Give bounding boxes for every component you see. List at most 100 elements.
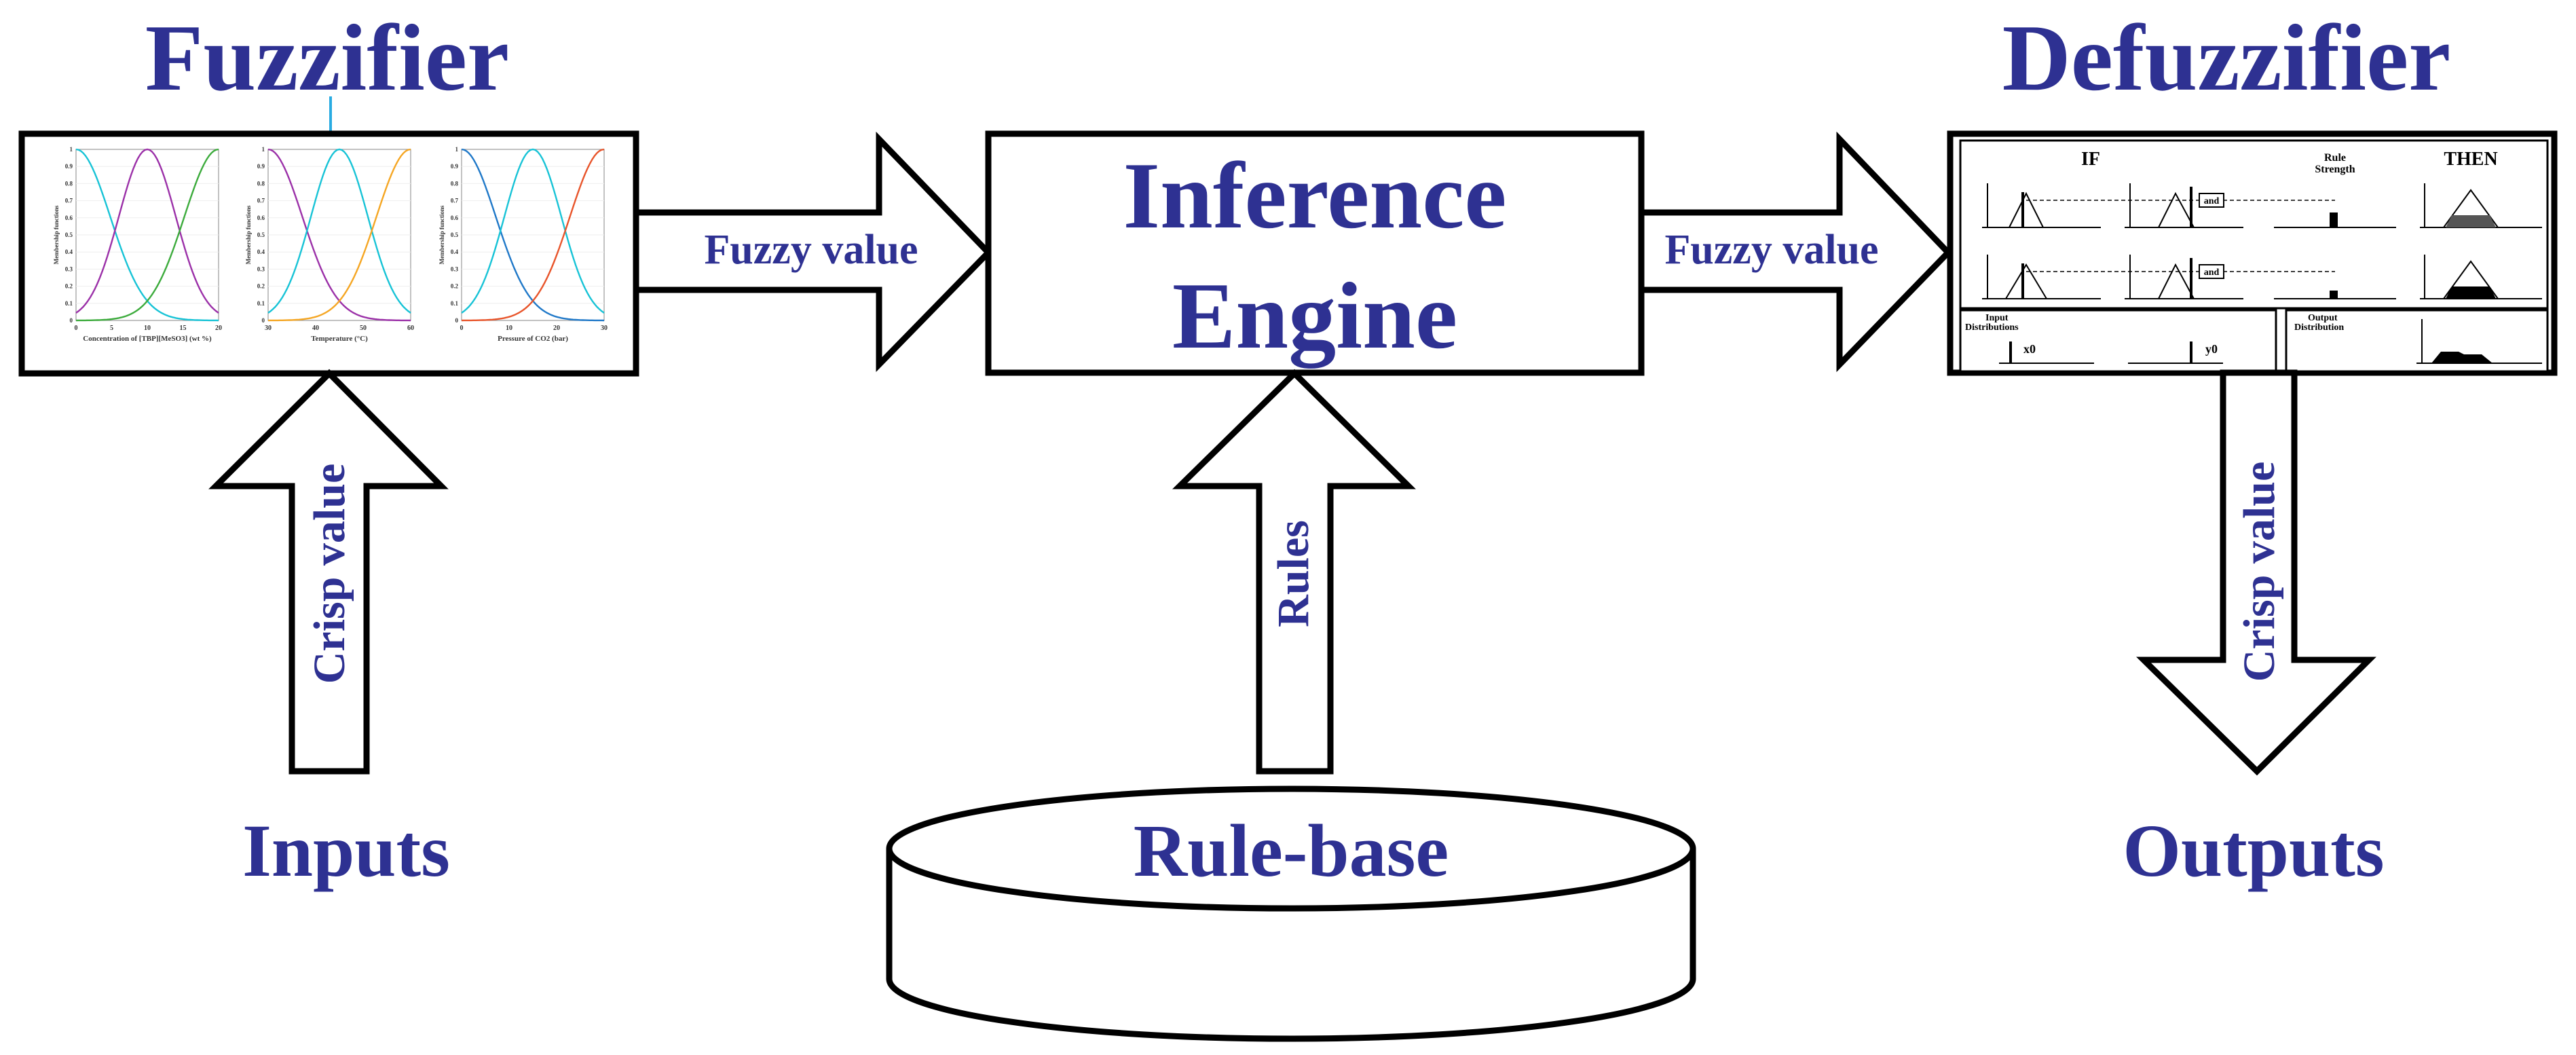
outputs-label: Outputs [2123, 809, 2384, 892]
triangle-mf [2443, 189, 2499, 228]
membership-curve [75, 148, 219, 314]
fuzzifier-title: Fuzzifier [145, 5, 509, 111]
membership-curve [75, 148, 219, 322]
y-tick-label: 0.2 [65, 283, 73, 290]
crisp-value-label-out: Crisp value [2235, 462, 2284, 682]
y-tick-label: 0.2 [451, 283, 459, 290]
membership-curve [461, 148, 605, 314]
fuzzy-value-label-right: Fuzzy value [1664, 227, 1878, 273]
y-tick-label: 0.4 [451, 248, 459, 255]
clipped-output [2446, 286, 2496, 299]
and-box [2199, 264, 2224, 279]
crisp-value-label-in: Crisp value [305, 464, 354, 684]
strength-bar [2330, 212, 2338, 227]
if-label: IF [2081, 149, 2100, 170]
triangle-mf [2009, 191, 2044, 228]
rule-row-2 [1982, 255, 2542, 299]
x-tick-label: 20 [215, 325, 222, 332]
and-box [2199, 193, 2224, 208]
y-tick-label: 0.1 [65, 300, 73, 307]
x-axis-label: Concentration of [TBP][MeSO3] (wt %) [83, 335, 212, 343]
triangle-mf [2158, 263, 2195, 299]
membership-plot-3: 00.10.20.30.40.50.60.70.80.91Membership … [438, 146, 608, 343]
x0-label: x0 [2023, 342, 2036, 356]
membership-plot-1: 00.10.20.30.40.50.60.70.80.91Membership … [53, 146, 222, 343]
y-tick-label: 0.5 [451, 232, 459, 238]
y-tick-label: 0.2 [257, 283, 265, 290]
y-tick-label: 0.4 [257, 248, 265, 255]
inference-engine-line1: Inference [1123, 143, 1507, 248]
y-tick-label: 0.8 [451, 180, 459, 187]
x-tick-label: 60 [407, 325, 414, 332]
x-tick-label: 20 [553, 325, 560, 332]
y-tick-label: 0.7 [451, 198, 459, 204]
rule-row-1 [1982, 183, 2542, 228]
defuzzifier-title: Defuzzifier [2002, 5, 2451, 111]
clipped-output [2446, 215, 2496, 227]
x-tick-label: 30 [265, 325, 272, 332]
y-tick-label: 1 [70, 146, 73, 153]
y-tick-label: 0.5 [257, 232, 265, 238]
y-tick-label: 0 [455, 317, 459, 324]
rules-arrow: Rules [1172, 369, 1416, 775]
rule-strength-label: Strength [2315, 164, 2355, 175]
triangle-mf [2158, 191, 2195, 228]
y-tick-label: 0.1 [451, 300, 459, 307]
x-axis-label: Pressure of CO2 (bar) [498, 335, 568, 343]
inputs-label: Inputs [242, 809, 450, 892]
and-label: and [2204, 267, 2220, 278]
x-tick-label: 5 [110, 325, 113, 332]
y-tick-label: 0.8 [257, 180, 265, 187]
and-label: and [2204, 196, 2220, 206]
x-tick-label: 40 [312, 325, 319, 332]
y-tick-label: 0.3 [257, 265, 265, 272]
output-distribution-label: Distribution [2294, 322, 2344, 333]
triangle-mf [2005, 263, 2047, 299]
y-tick-label: 1 [262, 146, 265, 153]
fuzzifier-membership-plots: 0 0.1 0.2 0.3 0.4 0.5 0.6 0.7 0.8 0.9 1Membership … [53, 146, 608, 343]
rule-strength-label: Rule [2324, 152, 2346, 164]
y-tick-label: 0.6 [451, 215, 459, 221]
y-tick-label: 0.6 [65, 215, 73, 221]
x-tick-label: 10 [144, 325, 151, 332]
then-label: THEN [2444, 149, 2497, 170]
triangle-mf [2443, 260, 2499, 299]
y-axis-label: Membership functions [53, 205, 60, 264]
y-axis-label: Membership functions [245, 205, 252, 264]
y-tick-label: 0.3 [65, 265, 73, 272]
x-axis-label: Temperature (°C) [311, 335, 368, 343]
y-tick-label: 0 [70, 317, 73, 324]
crisp-value-arrow-in: Crisp value [208, 369, 449, 775]
crisp-value-arrow-out: Crisp value [2135, 369, 2376, 776]
y-tick-label: 0.5 [65, 232, 73, 238]
x-tick-label: 50 [360, 325, 367, 332]
membership-curve [267, 148, 411, 322]
y-tick-label: 0 [262, 317, 265, 324]
y-tick-label: 1 [455, 146, 459, 153]
y-tick-label: 0.6 [257, 215, 265, 221]
y-tick-label: 0.9 [65, 163, 73, 170]
membership-curve [267, 148, 411, 314]
inference-engine-line2: Engine [1172, 263, 1457, 369]
y-tick-label: 0.7 [65, 198, 73, 204]
inference-engine-box: Inference Engine [985, 130, 1645, 376]
y0-label: y0 [2205, 342, 2218, 356]
x-tick-label: 0 [75, 325, 78, 332]
fuzzy-value-label-left: Fuzzy value [704, 227, 918, 273]
membership-curve [461, 148, 605, 322]
y-tick-label: 0.1 [257, 300, 265, 307]
input-distributions-frame [1959, 309, 2277, 373]
input-distributions-label: Distributions [1965, 322, 2019, 333]
input-distributions-label: Input [1985, 313, 2009, 323]
y-tick-label: 0.4 [65, 248, 73, 255]
fuzzy-value-arrow-right: Fuzzy value [1638, 131, 1953, 373]
output-distribution-label: Output [2308, 313, 2338, 323]
rule-base-cylinder: Rule-base [886, 785, 1696, 1042]
y-tick-label: 0.7 [257, 198, 265, 204]
y-tick-label: 0.9 [257, 163, 265, 170]
y-axis-label: Membership functions [438, 205, 445, 264]
fuzzifier-box: 0 0.1 0.2 0.3 0.4 0.5 0.6 0.7 0.8 0.9 1Membership … [18, 130, 639, 377]
